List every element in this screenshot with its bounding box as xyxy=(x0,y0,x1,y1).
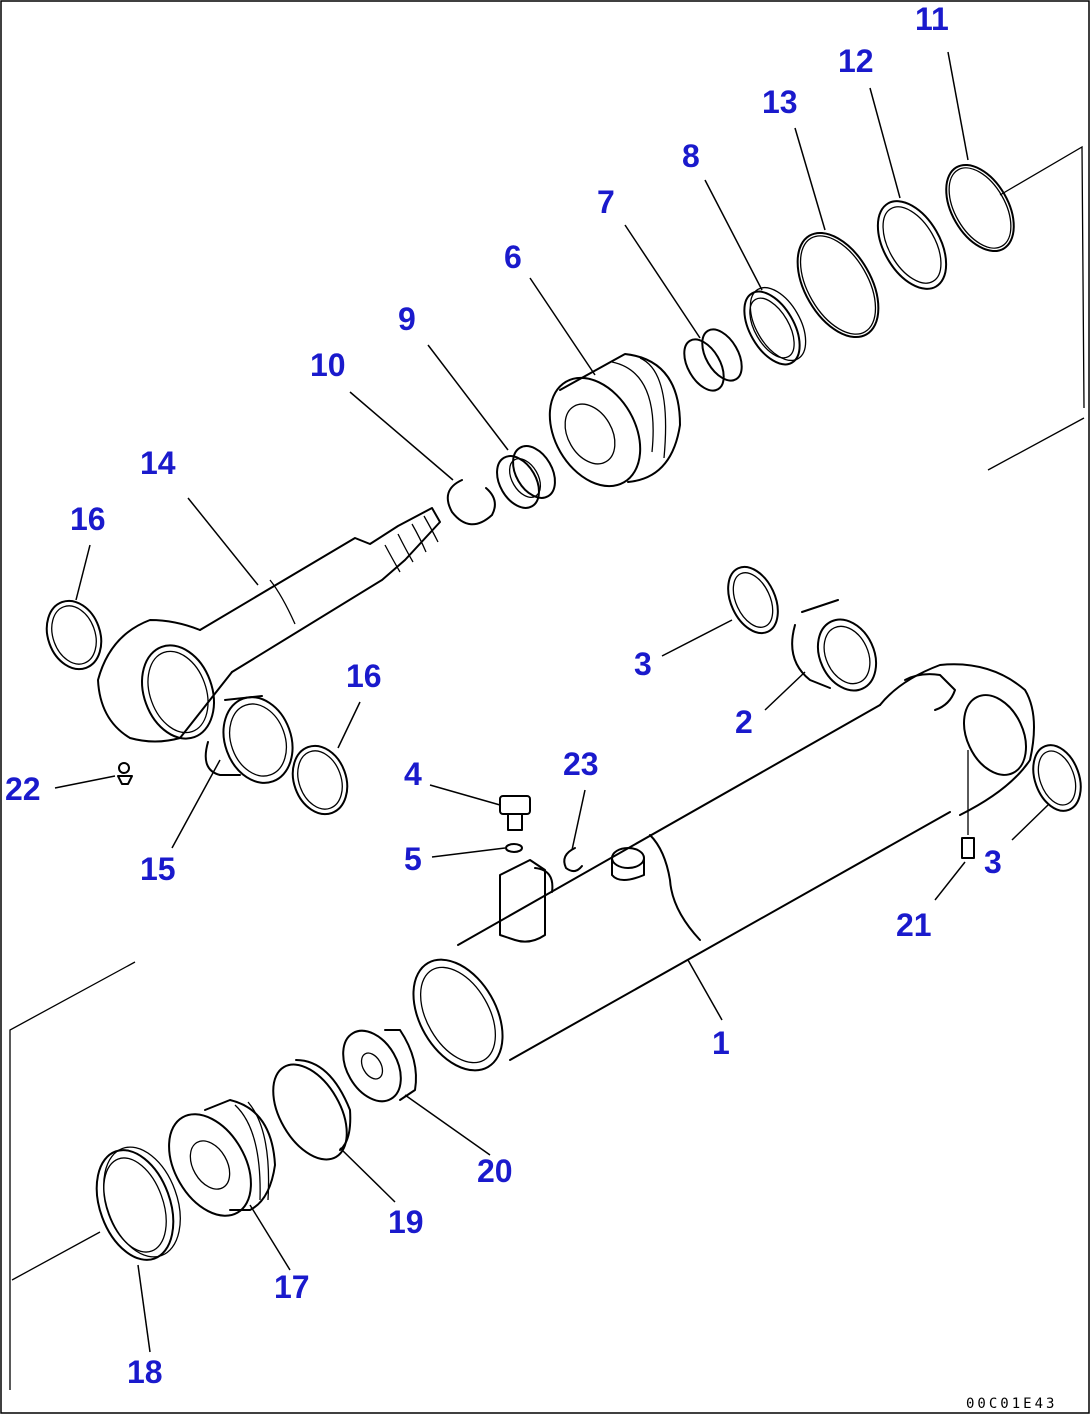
callout-4: 4 xyxy=(404,756,422,792)
callout-15: 15 xyxy=(140,851,176,887)
callout-3-upper: 3 xyxy=(634,646,652,682)
part-22-grease-fitting xyxy=(117,762,133,785)
callout-13: 13 xyxy=(762,84,798,120)
part-11-o-ring xyxy=(945,163,1015,253)
drawing-code: 00C01E43 xyxy=(966,1396,1057,1412)
callout-16-lower: 16 xyxy=(346,658,382,694)
callout-5: 5 xyxy=(404,841,422,877)
callout-16-upper: 16 xyxy=(70,501,106,537)
callout-7: 7 xyxy=(597,184,615,220)
callout-18: 18 xyxy=(127,1354,163,1390)
part-13-o-ring xyxy=(796,231,880,339)
part-3-seal-right xyxy=(1032,744,1082,812)
callout-1: 1 xyxy=(712,1025,730,1061)
callout-19: 19 xyxy=(388,1204,424,1240)
part-9-bushing xyxy=(496,445,556,509)
callout-14: 14 xyxy=(140,445,176,481)
callout-6: 6 xyxy=(504,239,522,275)
callout-17: 17 xyxy=(274,1269,310,1305)
callout-labels: 11 12 13 8 7 6 9 10 14 16 16 3 2 23 4 5 … xyxy=(5,1,1002,1390)
callout-10: 10 xyxy=(310,347,346,383)
part-1-cylinder xyxy=(412,663,1035,1072)
part-16-seal-upper xyxy=(45,599,103,671)
part-17-cylinder-head xyxy=(168,1099,276,1217)
boundary-line-right xyxy=(987,417,1085,471)
part-5-washer xyxy=(505,843,523,853)
part-6-piston xyxy=(548,353,681,488)
part-2-bushing xyxy=(791,599,878,692)
boundary-line-top-right xyxy=(999,145,1085,409)
callout-3-right: 3 xyxy=(984,844,1002,880)
callout-9: 9 xyxy=(398,301,416,337)
part-10-snap-ring xyxy=(446,479,496,526)
part-12-backup-ring xyxy=(876,200,948,290)
part-16-seal-lower xyxy=(291,744,349,816)
part-3-seal-upper xyxy=(727,565,779,635)
callout-20: 20 xyxy=(477,1153,513,1189)
part-15-bushing xyxy=(204,695,294,784)
part-23-o-ring xyxy=(563,847,583,872)
callout-8: 8 xyxy=(682,138,700,174)
boundary-line-bottom xyxy=(11,1231,101,1281)
part-14-piston-rod xyxy=(97,507,441,743)
part-21-fitting xyxy=(961,837,975,859)
callout-23: 23 xyxy=(563,746,599,782)
callout-2: 2 xyxy=(735,704,753,740)
part-19-ring xyxy=(272,1059,352,1161)
part-4-bolt xyxy=(499,795,531,831)
part-8-wear-ring xyxy=(743,287,807,366)
callout-22: 22 xyxy=(5,771,41,807)
boundary-line-left xyxy=(9,961,136,1390)
part-18-dust-seal xyxy=(95,1146,181,1261)
leader-lines xyxy=(54,51,1049,1353)
part-20-nut xyxy=(342,1029,417,1103)
callout-21: 21 xyxy=(896,907,932,943)
callout-12: 12 xyxy=(838,43,874,79)
part-7-ring xyxy=(683,328,743,392)
callout-11: 11 xyxy=(915,1,949,37)
